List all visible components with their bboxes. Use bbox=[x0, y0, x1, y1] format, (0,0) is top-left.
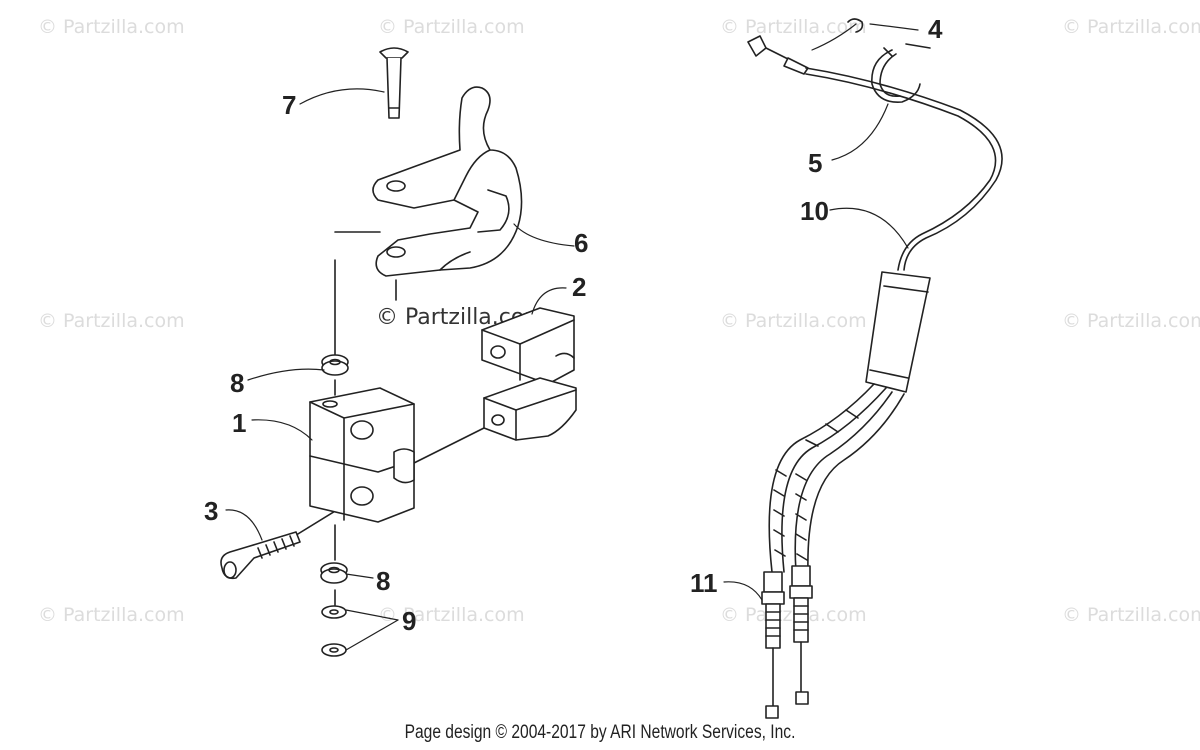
watermark: © Partzilla.com bbox=[38, 16, 185, 38]
callout-1: 1 bbox=[232, 408, 246, 438]
watermark: © Partzilla.com bbox=[38, 310, 185, 332]
watermark: © Partzilla.com bbox=[720, 16, 867, 38]
part-2-clamp-upper bbox=[481, 307, 575, 385]
watermark: © Partzilla.com bbox=[720, 310, 867, 332]
footer-copyright: Page design © 2004-2017 by ARI Network S… bbox=[404, 722, 796, 743]
callout-7: 7 bbox=[282, 90, 296, 120]
part-6-throttle-lever bbox=[372, 86, 523, 277]
watermark: © Partzilla.com bbox=[378, 16, 525, 38]
callout-10: 10 bbox=[800, 196, 829, 226]
part-2-clamp-lower bbox=[483, 377, 577, 441]
part-5-cable-tie bbox=[871, 43, 931, 103]
callout-4: 4 bbox=[928, 14, 943, 44]
leader-lines bbox=[225, 23, 919, 651]
callout-9: 9 bbox=[402, 606, 416, 636]
callout-5: 5 bbox=[808, 148, 822, 178]
part-11-adjusters bbox=[761, 565, 813, 719]
part-10-throttle-cable bbox=[747, 35, 1003, 573]
callout-labels: 1 2 3 4 5 6 7 8 8 9 10 11 bbox=[204, 14, 943, 636]
callout-6: 6 bbox=[574, 228, 588, 258]
watermark: © Partzilla.com bbox=[38, 604, 185, 626]
watermark: © Partzilla.com bbox=[1062, 310, 1200, 332]
callout-2: 2 bbox=[572, 272, 586, 302]
part-8-washer-lower bbox=[320, 562, 348, 584]
callout-11: 11 bbox=[690, 568, 718, 598]
watermark: © Partzilla.com bbox=[1062, 604, 1200, 626]
callout-8-lower: 8 bbox=[376, 566, 390, 596]
part-8-washer-upper bbox=[321, 354, 349, 376]
callout-8-upper: 8 bbox=[230, 368, 244, 398]
part-9-lock-washers bbox=[321, 605, 347, 657]
part-3-screw bbox=[220, 531, 301, 580]
watermark: © Partzilla.com bbox=[1062, 16, 1200, 38]
part-4-clip bbox=[847, 18, 864, 33]
part-1-housing-block bbox=[309, 387, 415, 523]
part-7-bolt bbox=[379, 47, 409, 119]
callout-3: 3 bbox=[204, 496, 218, 526]
watermark: © Partzilla.com bbox=[378, 604, 525, 626]
